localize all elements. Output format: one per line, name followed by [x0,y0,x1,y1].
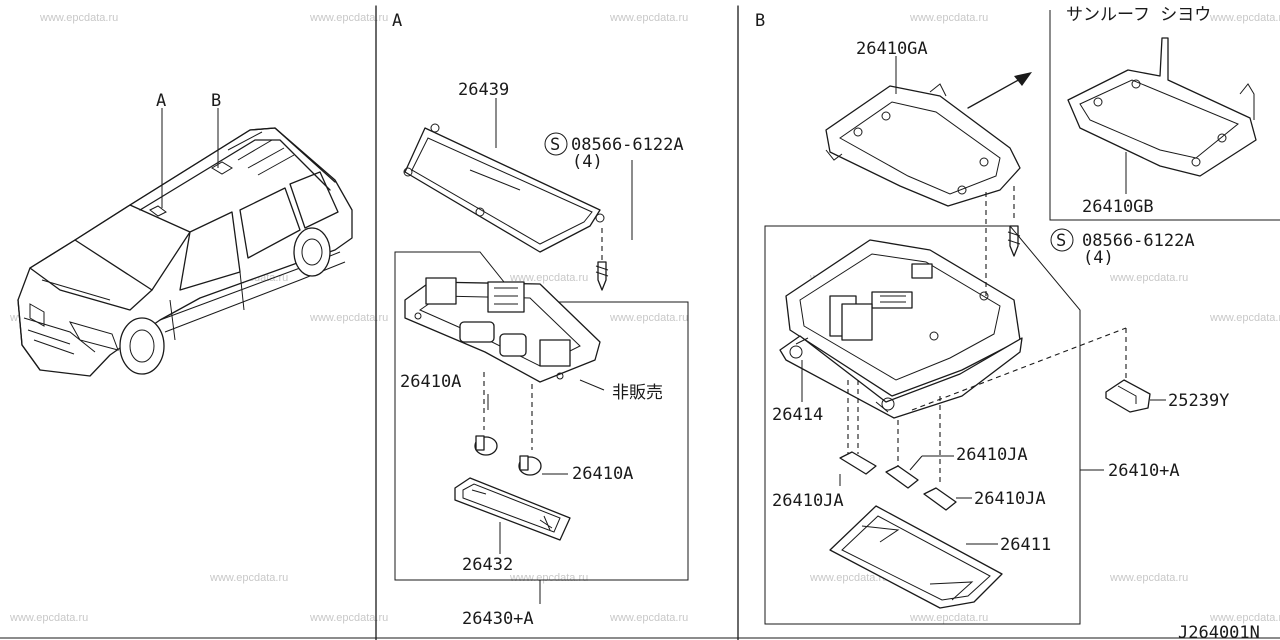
section-b: B 26410GA サンルーフ シヨウ [755,5,1280,640]
watermark: www.epcdata.ru [1209,612,1280,624]
watermark: www.epcdata.ru [609,612,688,624]
watermark: www.epcdata.ru [209,572,288,584]
label-screw-a-qty: (4) [572,152,603,172]
label-26410ga: 26410GA [856,39,928,59]
label-screw-a-part: 08566-6122A [571,135,684,155]
bulb-26410a-left [474,435,498,456]
bracket-26410ga [825,83,1021,207]
watermark: www.epcdata.ru [609,312,688,324]
label-26439: 26439 [458,80,509,100]
section-a: A 26439 S 08566-6122A (4) [392,11,689,629]
label-screw-b-part: 08566-6122A [1082,231,1195,251]
watermark: www.epcdata.ru [509,572,588,584]
watermark: www.epcdata.ru [309,12,388,24]
housing-26414 [779,239,1023,419]
sunroof-inset-box [1049,10,1280,221]
diagram-code: J264001N [1178,623,1260,640]
watermark: www.epcdata.ru [1209,312,1280,324]
screw-b: S 08566-6122A (4) [1007,186,1195,268]
leader-not-for-sale [579,379,605,391]
screw-b-symbol: S [1056,231,1066,251]
watermark: www.epcdata.ru [309,612,388,624]
clip-guide-diag [911,327,1127,411]
section-b-label: B [755,11,765,31]
label-26411: 26411 [1000,535,1051,555]
label-sunroof-note: サンルーフ シヨウ [1066,5,1211,25]
car-callout-b: B [211,91,221,111]
watermark: www.epcdata.ru [39,12,118,24]
watermark: www.epcdata.ru [909,12,988,24]
gasket-26439 [403,123,605,253]
label-25239y: 25239Y [1168,391,1229,411]
bracket-26410gb [1067,37,1257,177]
watermark: www.epcdata.ru [609,12,688,24]
label-bulb-left-b: 26410JA [772,491,844,511]
bulb-26410ja-left [839,451,877,475]
watermark: www.epcdata.ru [909,612,988,624]
section-a-label: A [392,11,402,31]
assembly-box-a [394,251,689,581]
clip-25239y [1105,379,1151,413]
watermark: www.epcdata.ru [309,312,388,324]
label-bulb-right-b: 26410JA [974,489,1046,509]
label-26410gb: 26410GB [1082,197,1154,217]
watermark: www.epcdata.ru [509,272,588,284]
bulb-26410ja-right [923,487,957,511]
bulb-26410ja-top [885,465,919,489]
watermark: www.epcdata.ru [1109,572,1188,584]
label-26432: 26432 [462,555,513,575]
vehicle-illustration: A B [17,91,353,377]
label-screw-b-qty: (4) [1083,248,1114,268]
label-26430a: 26430+A [462,609,534,629]
watermark: www.epcdata.ru [9,612,88,624]
screw-a-symbol: S [550,135,560,155]
label-26410a-assembly: 26410+A [1108,461,1180,481]
lens-26411 [829,505,1003,609]
lamp-housing-a [404,277,601,383]
assembly-box-b [764,225,1081,625]
label-26414: 26414 [772,405,823,425]
sunroof-arrow-head [1014,72,1032,86]
watermark: www.epcdata.ru [1109,272,1188,284]
sunroof-arrow [967,77,1023,109]
watermark: www.epcdata.ru [1209,12,1280,24]
lens-26432 [454,477,571,541]
watermark: www.epcdata.ru [809,572,888,584]
label-bulb-right-a: 26410A [572,464,633,484]
label-bulb-top-b: 26410JA [956,445,1028,465]
screw-a: S 08566-6122A (4) [544,132,684,291]
bulb-26410a-right [518,455,542,476]
label-not-for-sale: 非販売 [612,383,663,403]
car-callout-a: A [156,91,166,111]
label-bulb-left-a: 26410A [400,372,461,392]
